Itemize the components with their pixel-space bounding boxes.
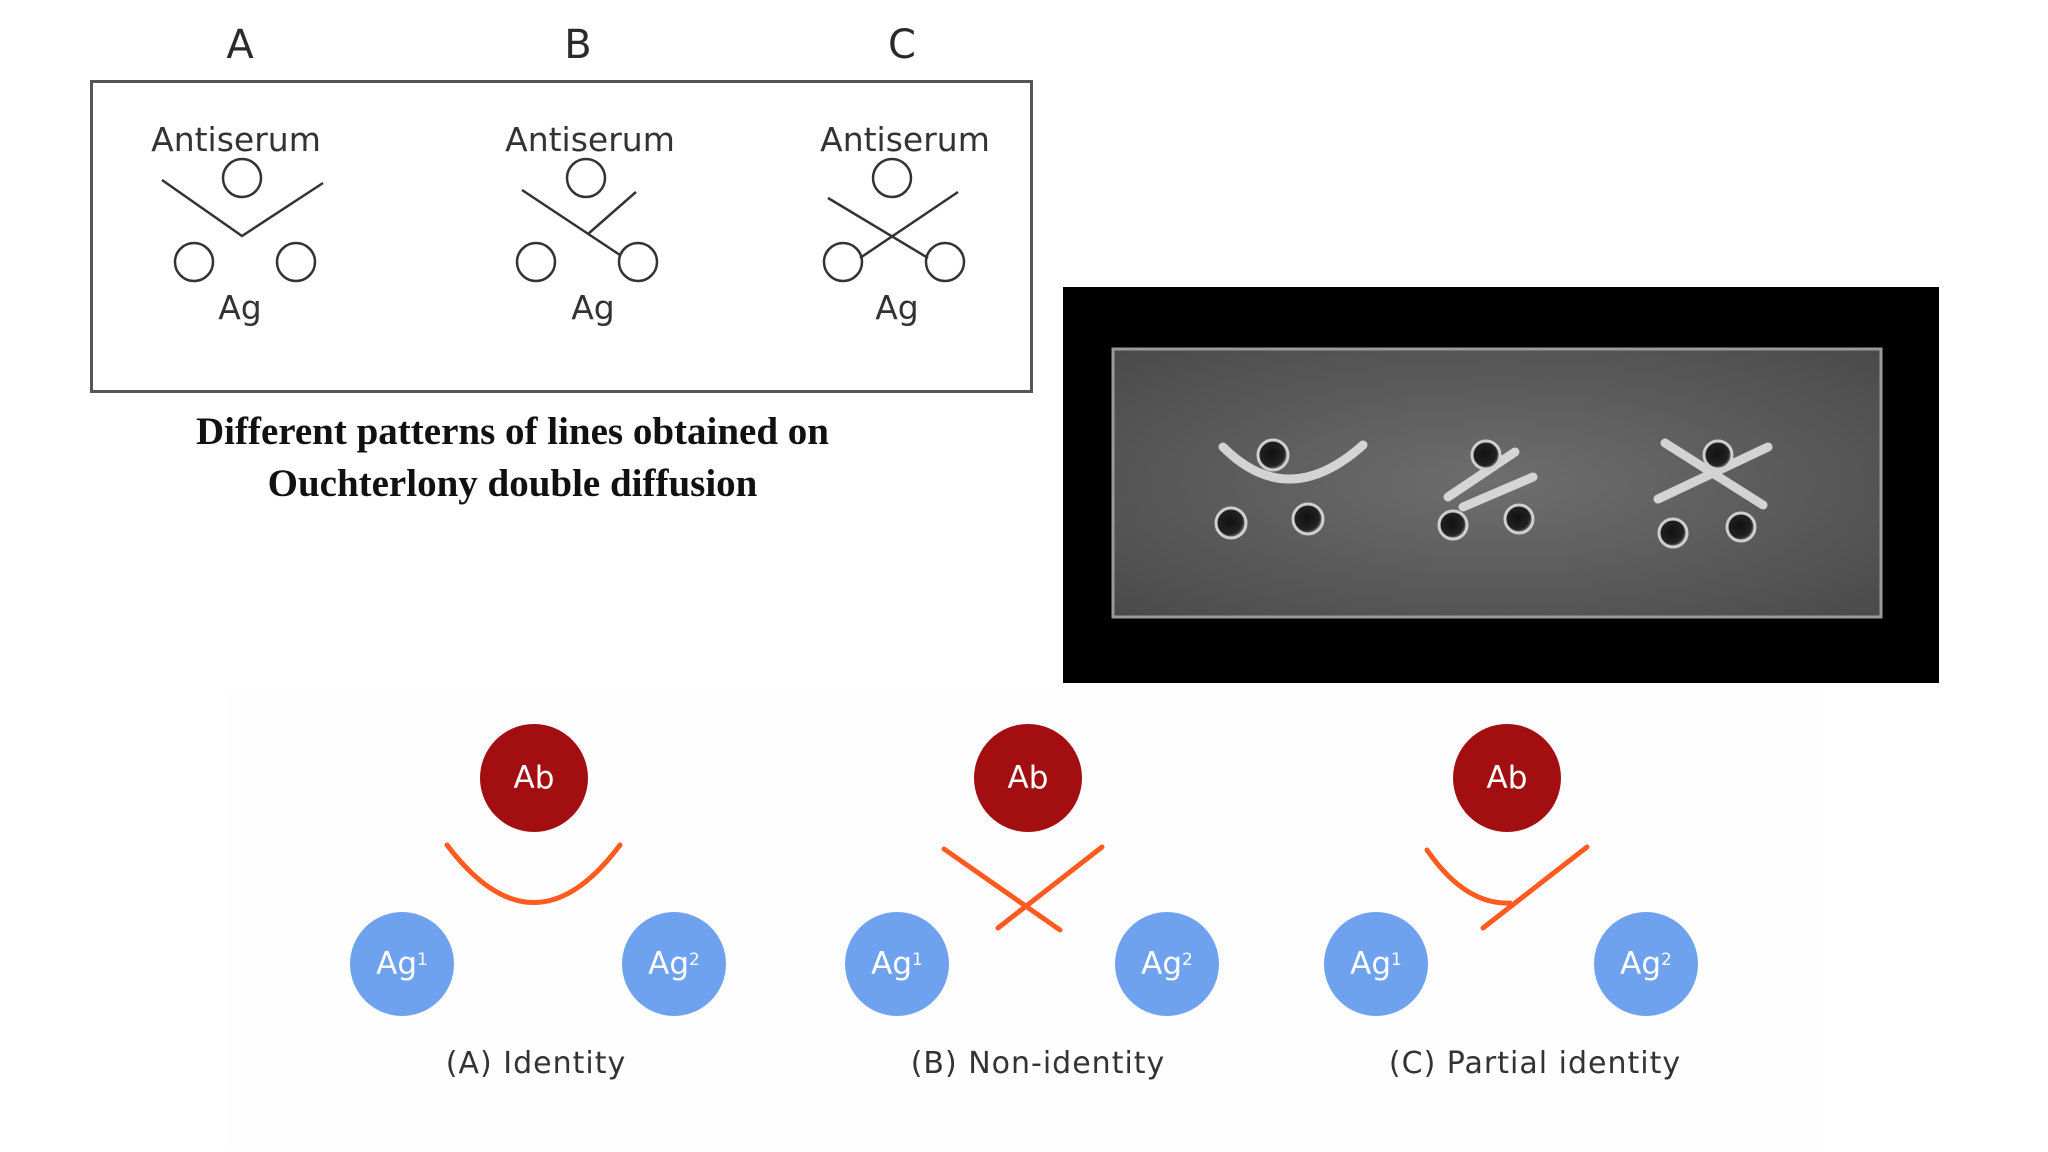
ab-label: Ab	[513, 760, 555, 796]
ag-label-c: Ag	[875, 288, 919, 327]
well-antiserum-a	[221, 157, 263, 199]
precipitin-curve-partial	[1424, 847, 1513, 906]
gel-well-b-left	[1437, 509, 1469, 541]
ag2-superscript: 2	[1661, 950, 1672, 970]
ab-circle-nonidentity: Ab	[974, 724, 1082, 832]
precipitin-line-nonidentity-1	[941, 846, 1063, 933]
ag2-label: Ag	[1620, 946, 1662, 982]
gel-slab	[1111, 347, 1883, 619]
ag2-label: Ag	[648, 946, 690, 982]
well-antiserum-b	[565, 157, 607, 199]
caption-line-2: Ouchterlony double diffusion	[267, 462, 758, 505]
well-ag-right-a	[275, 241, 317, 283]
ag-label-a: Ag	[218, 288, 262, 327]
gel-well-a-left	[1214, 506, 1248, 540]
caption-partial-identity: (C) Partial identity	[1388, 1046, 1682, 1081]
ag2-label: Ag	[1141, 946, 1183, 982]
precipitin-arc-identity	[444, 842, 623, 905]
gel-well-b-top	[1470, 439, 1502, 471]
ag1-label: Ag	[871, 946, 913, 982]
antiserum-label-c: Antiserum	[820, 120, 990, 159]
ab-label: Ab	[1007, 760, 1049, 796]
gel-well-a-top	[1256, 438, 1290, 472]
caption-nonidentity: (B) Non-identity	[910, 1046, 1166, 1081]
gel-well-c-right	[1725, 511, 1757, 543]
caption-identity: (A) Identity	[445, 1046, 627, 1081]
column-letter-a: A	[226, 22, 254, 68]
ag1-superscript: 1	[1391, 950, 1402, 970]
ab-label: Ab	[1486, 760, 1528, 796]
gel-photograph	[1063, 287, 1939, 683]
caption-line-1: Different patterns of lines obtained on	[195, 410, 829, 453]
precipitin-line-a	[161, 178, 324, 238]
gel-well-a-right	[1291, 502, 1325, 536]
gel-well-c-left	[1657, 517, 1689, 549]
precipitin-line-c-2	[859, 190, 959, 260]
precipitin-line-c-1	[827, 196, 929, 260]
ag1-superscript: 1	[417, 950, 428, 970]
gel-band-b-1	[1443, 447, 1520, 502]
well-ag-right-c	[924, 241, 966, 283]
ag1-label: Ag	[376, 946, 418, 982]
ab-circle-identity: Ab	[480, 724, 588, 832]
ag2-superscript: 2	[689, 950, 700, 970]
ab-circle-partial: Ab	[1453, 724, 1561, 832]
well-ag-left-b	[515, 241, 557, 283]
ag1-label: Ag	[1350, 946, 1392, 982]
gel-well-c-top	[1702, 439, 1734, 471]
precipitin-line-b-main	[521, 188, 621, 257]
precipitin-line-nonidentity-2	[995, 844, 1105, 931]
well-antiserum-c	[871, 157, 913, 199]
ag2-superscript: 2	[1182, 950, 1193, 970]
column-letter-b: B	[564, 22, 592, 68]
gel-band-c-2	[1653, 442, 1773, 504]
precipitin-line-b-short	[587, 191, 637, 235]
schematic-wells-and-lines	[161, 157, 966, 283]
well-ag-left-c	[822, 241, 864, 283]
gel-well-b-right	[1503, 503, 1535, 535]
precipitin-line-partial-long	[1480, 844, 1590, 931]
schematic-box	[90, 80, 1033, 393]
gel-band-b-2	[1458, 472, 1538, 512]
antiserum-label-b: Antiserum	[505, 120, 675, 159]
gel-band-a	[1218, 440, 1368, 484]
ag-label-b: Ag	[571, 288, 615, 327]
well-ag-left-a	[173, 241, 215, 283]
ag1-superscript: 1	[912, 950, 923, 970]
antiserum-label-a: Antiserum	[151, 120, 321, 159]
well-ag-right-b	[617, 241, 659, 283]
column-letter-c: C	[888, 22, 916, 68]
